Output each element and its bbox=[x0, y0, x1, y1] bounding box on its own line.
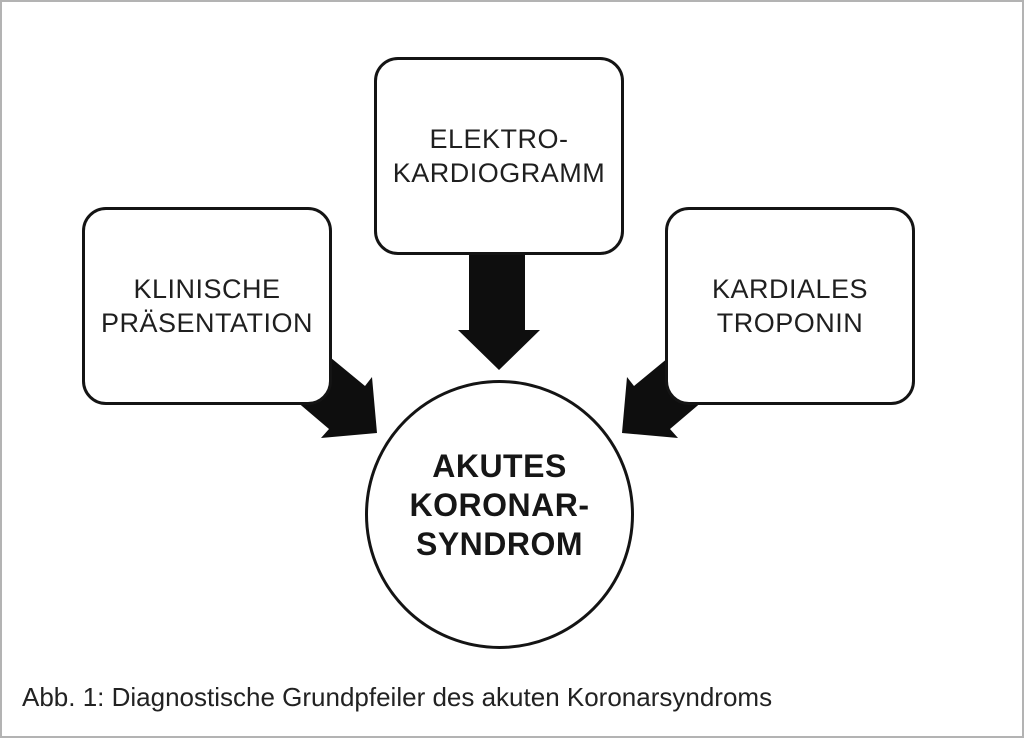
node-label-line: PRÄSENTATION bbox=[100, 308, 314, 338]
figure-caption: Abb. 1: Diagnostische Grundpfeiler des a… bbox=[22, 682, 773, 712]
node-label-line: TROPONIN bbox=[716, 308, 864, 338]
node-label-line: KLINISCHE bbox=[133, 274, 281, 304]
node-elektrokardiogramm: ELEKTRO- KARDIOGRAMM bbox=[374, 57, 624, 255]
node-label-line: KORONAR- bbox=[409, 487, 590, 523]
node-label-line: AKUTES bbox=[432, 448, 567, 484]
node-label-line: KARDIALES bbox=[711, 274, 869, 304]
node-label-line: KARDIOGRAMM bbox=[392, 158, 606, 188]
node-label-line: ELEKTRO- bbox=[429, 124, 569, 154]
arrow-ecg-to-acs-icon bbox=[458, 252, 540, 370]
node-akutes-koronarsyndrom: AKUTES KORONAR- SYNDROM bbox=[365, 380, 634, 649]
node-klinische-praesentation: KLINISCHE PRÄSENTATION bbox=[82, 207, 332, 405]
node-label-line: SYNDROM bbox=[415, 526, 584, 562]
node-kardiales-troponin: KARDIALES TROPONIN bbox=[665, 207, 915, 405]
